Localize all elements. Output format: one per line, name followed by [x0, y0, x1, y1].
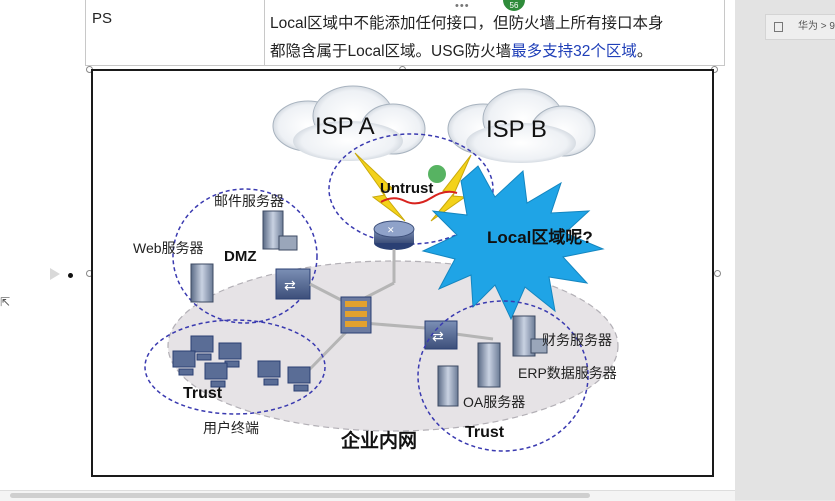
- top-drag-dots[interactable]: •••: [455, 0, 470, 12]
- isp-a-label: ISP A: [315, 113, 375, 140]
- intranet-switch-icon: ⇄: [424, 320, 458, 350]
- local-zone-starburst: [421, 165, 605, 321]
- finance-server-label: 财务服务器: [542, 332, 612, 348]
- bullet-dot: [68, 273, 73, 278]
- green-annotation-dot: [428, 165, 446, 183]
- table-row: PS Local区域中不能添加任何接口，但防火墙上所有接口本身 都隐含属于Loc…: [85, 0, 725, 66]
- isp-b-cloud-icon: [447, 88, 596, 163]
- horizontal-scrollbar[interactable]: [0, 490, 735, 501]
- side-tab-label: 华为 > 9: [798, 21, 835, 32]
- trust-zone-right: [417, 300, 589, 452]
- mouse-cursor-icon: ⇱: [0, 295, 11, 309]
- document-icon: [774, 22, 783, 32]
- table-text-line-2: 都隐含属于Local区域。USG防火墙最多支持32个区域。: [270, 38, 720, 66]
- intranet-label: 企业内网: [340, 429, 417, 452]
- mail-server-icon: [262, 210, 298, 251]
- dmz-label: DMZ: [224, 248, 257, 265]
- svg-text:✕: ✕: [387, 225, 395, 235]
- table-divider: [264, 0, 265, 66]
- table-text-line-1: Local区域中不能添加任何接口，但防火墙上所有接口本身: [270, 15, 664, 32]
- side-panel: [735, 0, 835, 500]
- lightning-bolt-icon: [354, 152, 406, 222]
- local-question-label: Local区域呢?: [487, 227, 593, 247]
- dmz-zone: [172, 188, 318, 324]
- network-diagram: ISP A ISP B Untrust ✕: [133, 85, 619, 452]
- router-icon: ✕: [373, 220, 415, 250]
- firewall-icon: [340, 296, 372, 334]
- table-cell-label: PS: [92, 10, 113, 27]
- isp-a-cloud-icon: [272, 85, 426, 161]
- page-number-badge: 56: [503, 0, 525, 11]
- red-annotation-scribble: [380, 190, 458, 205]
- dmz-switch-icon: ⇄: [275, 268, 311, 300]
- trust-right-label: Trust: [465, 424, 505, 441]
- document-page: ••• 56 PS Local区域中不能添加任何接口，但防火墙上所有接口本身 都…: [0, 0, 735, 501]
- trust-left-label: Trust: [183, 385, 223, 402]
- mail-server-label: 邮件服务器: [214, 193, 284, 209]
- line2-highlight: 最多支持32个区域: [511, 43, 637, 60]
- lightning-bolt-icon: [430, 154, 472, 222]
- table-cell-text: Local区域中不能添加任何接口，但防火墙上所有接口本身 都隐含属于Local区…: [270, 10, 720, 66]
- line2-suffix: 。: [636, 43, 653, 60]
- untrust-label: Untrust: [380, 180, 433, 197]
- trust-zone-left: [144, 319, 326, 415]
- erp-server-icon: [477, 342, 501, 388]
- user-terminal-icons: [172, 335, 311, 392]
- oa-server-label: OA服务器: [463, 394, 525, 410]
- resize-handle[interactable]: [714, 270, 721, 277]
- erp-server-label: ERP数据服务器: [518, 365, 617, 381]
- paragraph-marker-icon[interactable]: [50, 268, 60, 280]
- web-server-label: Web服务器: [133, 240, 204, 256]
- oa-server-icon: [437, 365, 459, 407]
- web-server-icon: [190, 263, 214, 303]
- side-tab[interactable]: 华为 > 9: [765, 14, 835, 40]
- line2-prefix: 都隐含属于Local区域。USG防火墙: [270, 43, 512, 60]
- svg-text:⇄: ⇄: [432, 328, 444, 344]
- user-terminal-label: 用户终端: [203, 420, 259, 436]
- svg-text:⇄: ⇄: [284, 277, 296, 293]
- finance-server-icon: [512, 315, 548, 357]
- isp-b-label: ISP B: [486, 116, 547, 143]
- scrollbar-thumb[interactable]: [10, 493, 590, 498]
- network-zone-figure[interactable]: ISP A ISP B Untrust ✕: [91, 69, 714, 477]
